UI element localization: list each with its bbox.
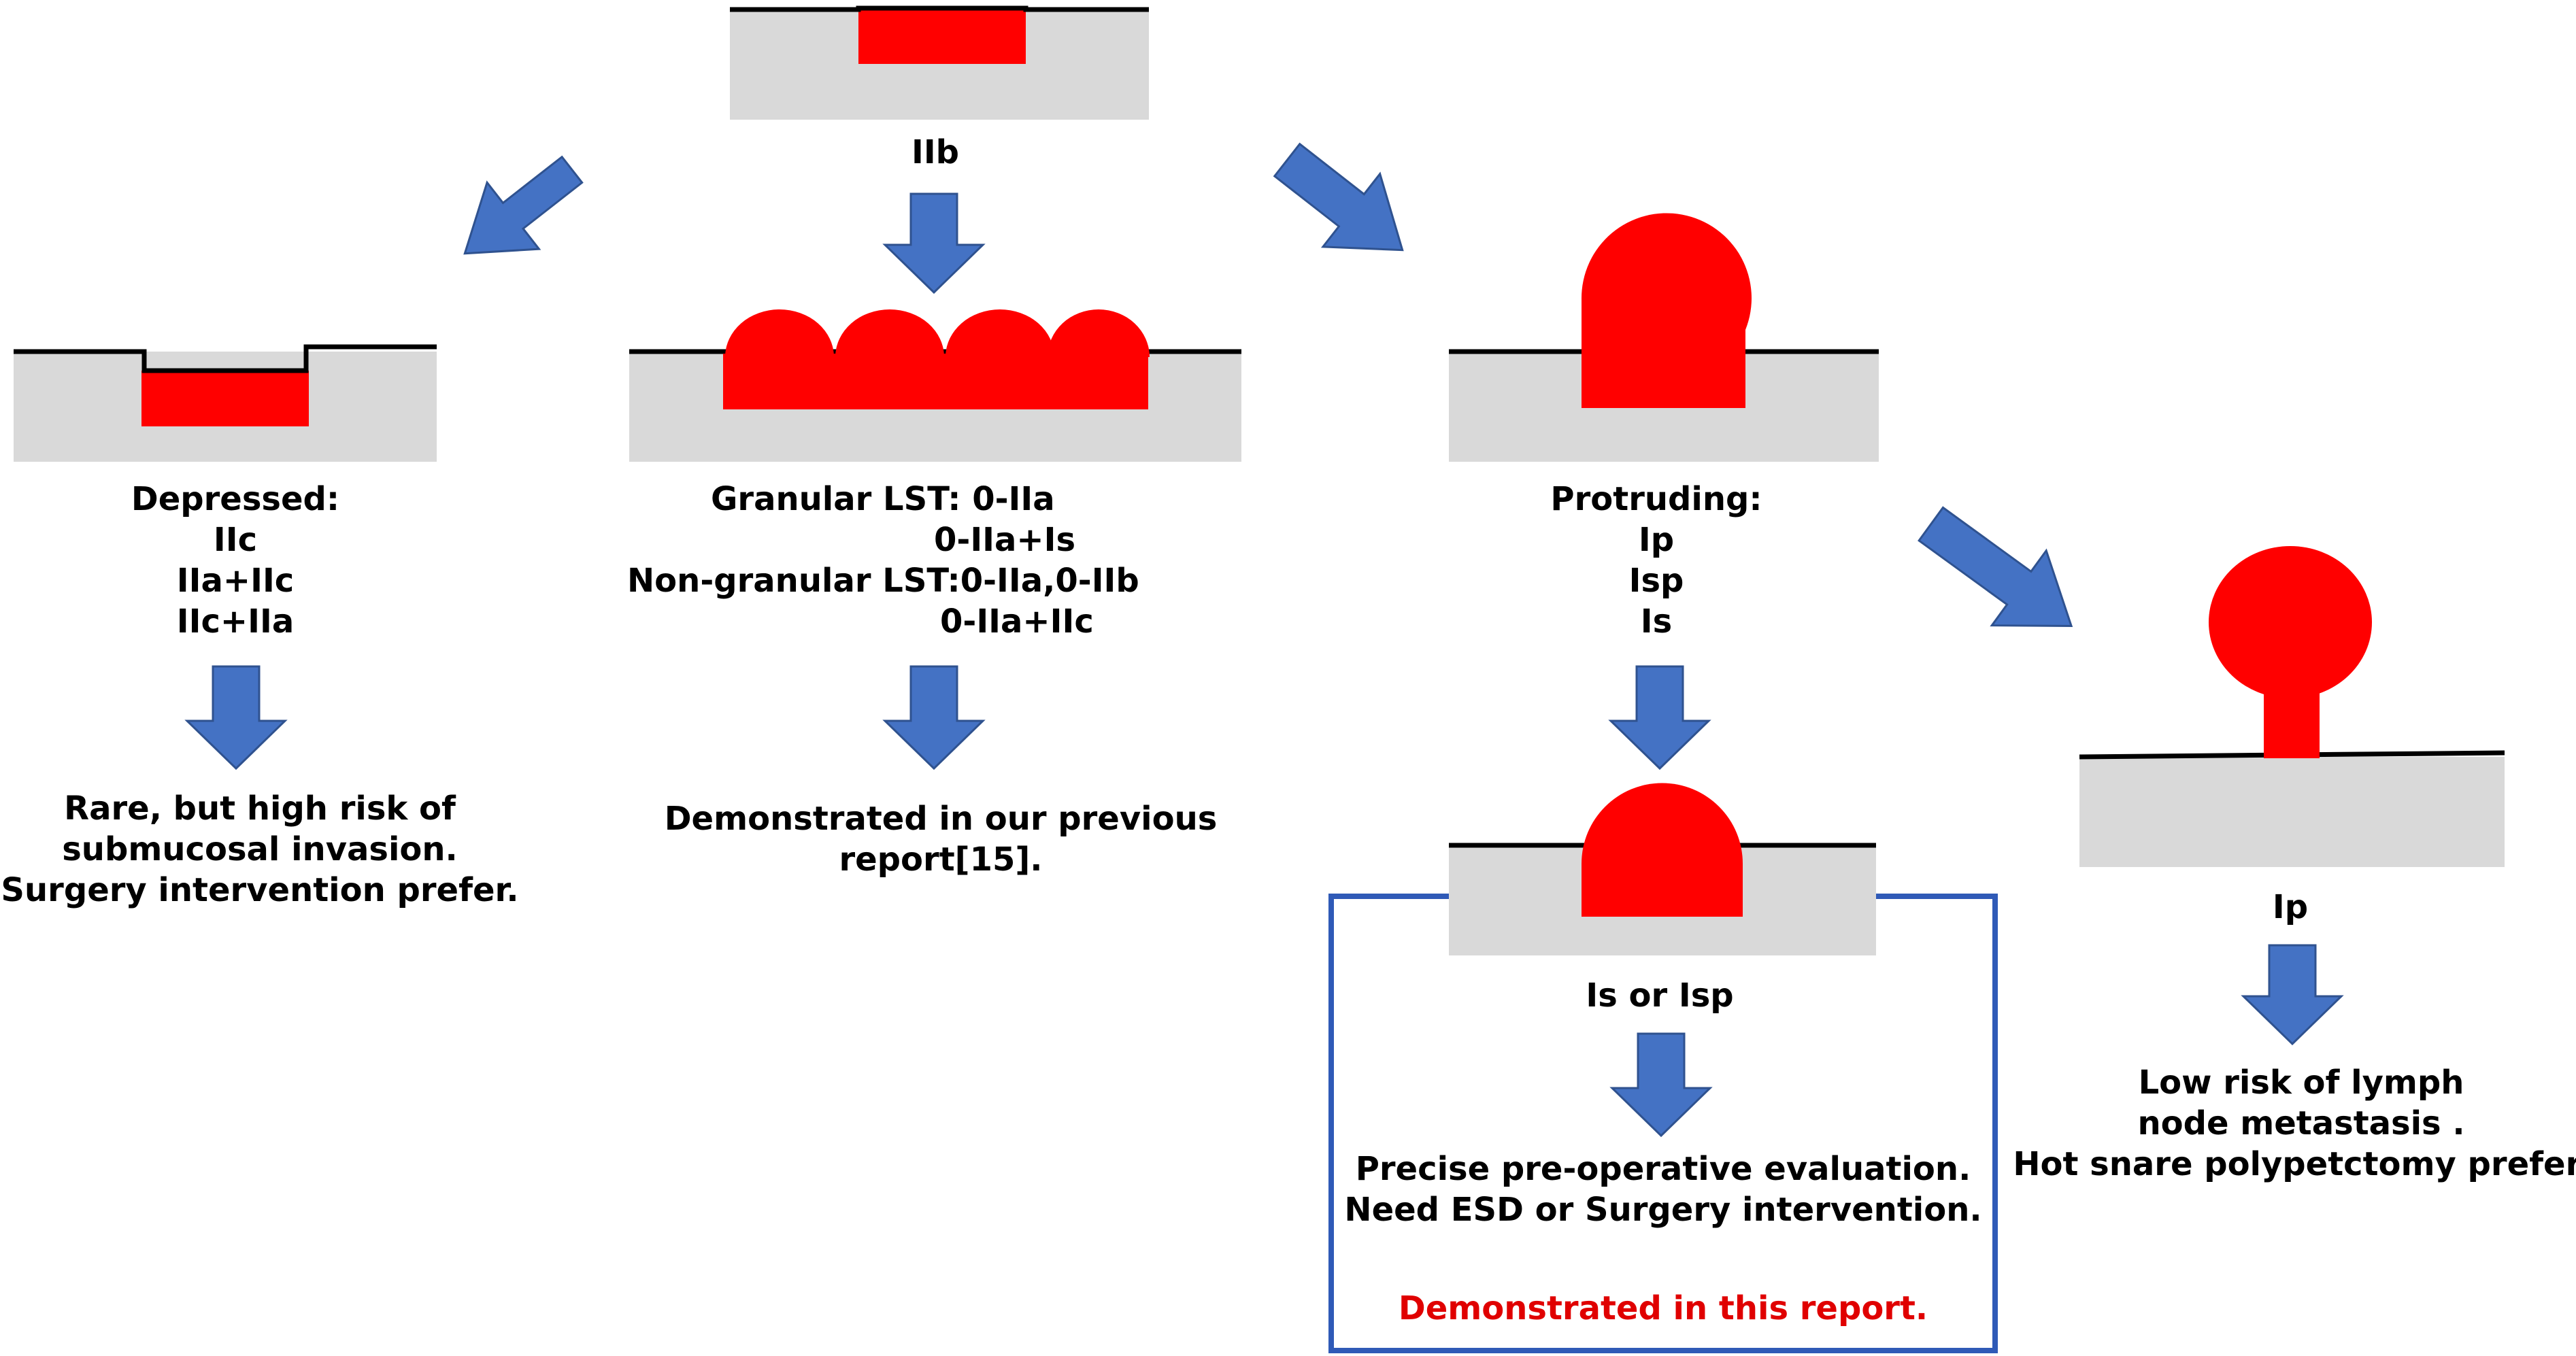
depressed-lesion-illustration — [14, 344, 437, 462]
protruding-type: Isp — [1629, 562, 1684, 600]
depressed-type: IIc+IIa — [177, 603, 295, 641]
protruding-type: Is — [1641, 603, 1672, 641]
granule — [1048, 309, 1150, 357]
iib-label: IIb — [911, 133, 959, 171]
arrow-to-pedunculated — [1918, 506, 2073, 628]
protruding-type: Ip — [1639, 521, 1674, 559]
iib-lesion-illustration — [730, 5, 1149, 120]
sessile-emphasis: Demonstrated in this report. — [1399, 1289, 1928, 1327]
depressed-note-line: Rare, but high risk of — [64, 790, 456, 828]
flat-lesion — [858, 10, 1026, 64]
arrow-pedunculated-to-note — [2241, 944, 2344, 1046]
granular-lesion-base — [723, 354, 1148, 409]
granular-line: 0-IIa+IIc — [940, 603, 1094, 641]
granule — [946, 309, 1054, 357]
granule — [835, 309, 944, 357]
sessile-lesion-illustration — [1449, 783, 1876, 955]
pedunculated-note-line: node metastasis . — [2137, 1104, 2464, 1142]
depressed-heading: Depressed: — [131, 480, 339, 518]
sessile-note-line: Precise pre-operative evaluation. — [1356, 1150, 1971, 1188]
depressed-note-line: submucosal invasion. — [62, 830, 458, 868]
arrow-protruding-to-sessile — [1608, 665, 1711, 770]
sessile-lesion — [1582, 783, 1743, 917]
granular-note-line: report[15]. — [839, 841, 1042, 879]
granular-lst-illustration — [629, 309, 1241, 462]
granular-line: Non-granular LST:0-IIa,0-IIb — [627, 562, 1139, 600]
arrow-sessile-to-note — [1609, 1032, 1713, 1138]
arrow-to-depressed — [463, 155, 584, 255]
tissue-block — [2079, 757, 2505, 867]
protruding-lesion-illustration — [1449, 213, 1879, 462]
arrow-to-protruding — [1273, 142, 1404, 252]
protruding-heading: Protruding: — [1550, 480, 1762, 518]
granular-note-line: Demonstrated in our previous — [665, 800, 1218, 838]
granule — [725, 309, 834, 357]
depressed-note-line: Surgery intervention prefer. — [1, 871, 518, 909]
depressed-lesion — [141, 371, 309, 426]
granular-line: 0-IIa+Is — [934, 521, 1075, 559]
arrow-to-granular — [882, 192, 986, 294]
pedunculated-note-line: Low risk of lymph — [2139, 1064, 2464, 1102]
pedunculated-note-line: Hot snare polypetctomy prefer. — [2013, 1145, 2576, 1183]
depressed-type: IIa+IIc — [177, 562, 295, 600]
protruding-lesion — [1581, 213, 1752, 408]
arrow-granular-to-note — [882, 665, 986, 770]
depressed-type: IIc — [214, 521, 257, 559]
granular-line: Granular LST: 0-IIa — [711, 480, 1055, 518]
polyp-head — [2209, 546, 2372, 698]
mucosal-surface-line — [14, 344, 437, 373]
pedunculated-lesion-illustration — [2079, 546, 2505, 867]
sessile-label: Is or Isp — [1586, 977, 1733, 1015]
arrow-depressed-to-note — [184, 665, 288, 770]
pedunculated-label: Ip — [2273, 888, 2308, 926]
sessile-note-line: Need ESD or Surgery intervention. — [1344, 1191, 1981, 1229]
mucosal-surface-line — [730, 5, 1149, 12]
